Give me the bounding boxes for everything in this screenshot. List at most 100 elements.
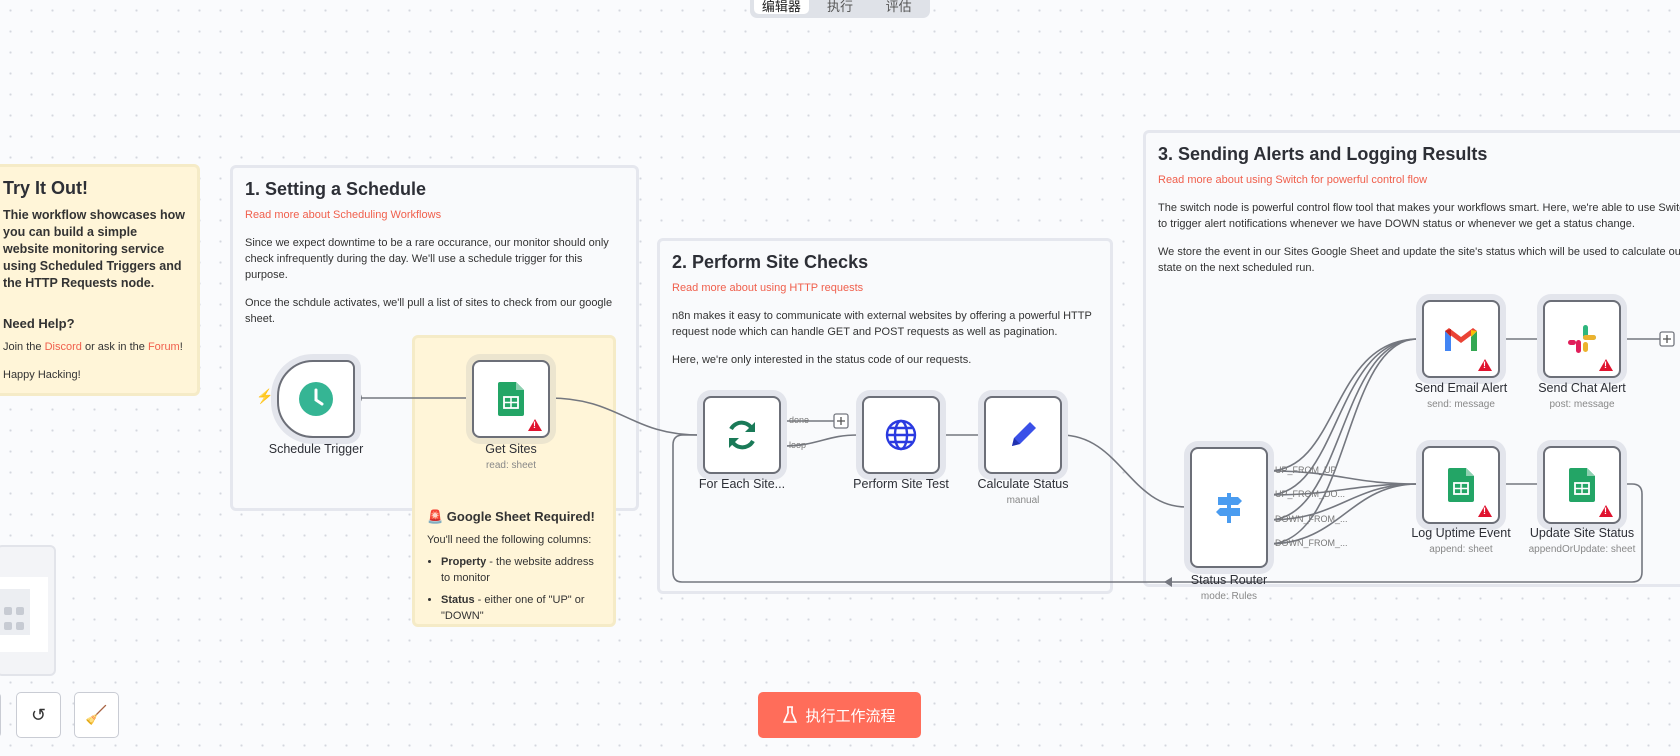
scheduling-link[interactable]: Read more about Scheduling Workflows <box>245 209 442 222</box>
google-sheets-icon <box>498 382 524 416</box>
connection <box>1060 434 1187 508</box>
sticky-body: Thie workflow showcases how you can buil… <box>3 208 185 290</box>
sticky-paragraph: We store the event in our Sites Google S… <box>1158 245 1680 274</box>
node-send-chat-alert[interactable] <box>1543 300 1621 378</box>
item-bold: Status <box>441 593 475 606</box>
undo-button[interactable]: ↺ <box>16 692 61 738</box>
output-label-loop: loop <box>789 440 807 450</box>
connection <box>672 434 1643 583</box>
globe-icon <box>885 419 917 451</box>
pencil-icon <box>1012 422 1036 446</box>
node-subtitle: send: message <box>1427 399 1495 410</box>
output-label-done: done <box>789 415 810 425</box>
sticky-try-it-out[interactable]: Try It Out! Thie workflow showcases how … <box>0 164 200 396</box>
node-label: Log Uptime Event <box>1411 526 1511 540</box>
flask-icon <box>783 706 798 723</box>
node-send-email-alert[interactable] <box>1422 300 1500 378</box>
sticky-paragraph: Once the schdule activates, we'll pull a… <box>245 296 613 325</box>
minimap[interactable] <box>0 545 56 676</box>
forum-link[interactable]: Forum <box>147 341 180 354</box>
node-label: Perform Site Test <box>853 477 949 491</box>
connection <box>1267 483 1419 521</box>
node-status-router[interactable] <box>1190 447 1268 568</box>
item-bold: Property <box>441 555 487 568</box>
trigger-bolt-icon: ⚡ <box>256 388 274 404</box>
output-label: DOWN_FROM_... <box>1275 514 1348 524</box>
undo-icon: ↺ <box>30 704 47 725</box>
item-text: - either one of "UP" or "DOWN" <box>441 593 585 622</box>
node-update-site-status[interactable] <box>1543 446 1621 524</box>
node-log-uptime-event[interactable] <box>1422 446 1500 524</box>
help-mid: or ask in the <box>81 341 148 354</box>
node-label: Status Router <box>1190 573 1268 587</box>
node-subtitle: read: sheet <box>485 460 537 471</box>
connection <box>1267 338 1419 496</box>
connection <box>1267 338 1419 521</box>
execute-label: 执行工作流程 <box>805 707 896 725</box>
list-item: Status - either one of "UP" or "DOWN" <box>441 593 601 625</box>
node-label: Update Site Status <box>1529 526 1635 540</box>
node-label: Send Chat Alert <box>1538 381 1626 395</box>
sticky-paragraph: You'll need the following columns: <box>427 533 592 546</box>
connection <box>548 397 700 436</box>
connection <box>1267 470 1419 485</box>
node-label: For Each Site... <box>698 477 786 491</box>
warning-icon <box>528 419 542 431</box>
gmail-icon <box>1445 328 1477 351</box>
node-label: Schedule Trigger <box>268 442 364 456</box>
zoom-control-button[interactable] <box>0 692 1 738</box>
node-calculate-status[interactable] <box>984 396 1062 474</box>
switch-link[interactable]: Read more about using Switch for powerfu… <box>1158 174 1428 187</box>
sticky-paragraph: Here, we're only interested in the statu… <box>672 353 972 366</box>
node-subtitle: mode: Rules <box>1200 591 1258 602</box>
google-sheets-icon <box>1569 468 1595 502</box>
tab-executions[interactable]: 执行 <box>827 0 854 14</box>
connection <box>1267 483 1419 545</box>
sticky-title: 2. Perform Site Checks <box>672 252 869 272</box>
help-pre: Join the <box>3 341 45 354</box>
sticky-title: 🚨 Google Sheet Required! <box>427 509 595 524</box>
sticky-title: 3. Sending Alerts and Logging Results <box>1158 144 1488 164</box>
connection <box>1267 338 1419 472</box>
connection <box>780 434 859 447</box>
output-label: UP_FROM_DO... <box>1275 489 1346 499</box>
item-text: - the website address to monitor <box>441 555 594 584</box>
tidy-up-button[interactable]: 🧹 <box>74 692 119 738</box>
columns-list: Property - the website address to monito… <box>427 555 601 625</box>
node-subtitle: appendOrUpdate: sheet <box>1528 544 1636 555</box>
node-for-each-site[interactable] <box>703 396 781 474</box>
warning-icon <box>1599 505 1613 517</box>
tab-evaluations[interactable]: 评估 <box>885 0 912 14</box>
node-label: Get Sites <box>485 442 537 456</box>
connection <box>1267 338 1419 545</box>
node-subtitle: manual <box>1006 495 1040 506</box>
node-schedule-trigger[interactable] <box>277 360 355 438</box>
view-tabs: 编辑器 执行 评估 <box>750 0 930 18</box>
warning-icon <box>1478 505 1492 517</box>
sticky-title: Try It Out! <box>3 178 88 198</box>
closing-text: Happy Hacking! <box>3 369 81 382</box>
help-text: Join the Discord or ask in the Forum! <box>3 340 185 356</box>
list-item: Property - the website address to monito… <box>441 555 601 587</box>
execute-workflow-button[interactable]: 执行工作流程 <box>758 692 921 738</box>
connection <box>1267 483 1419 496</box>
node-subtitle: append: sheet <box>1429 544 1493 555</box>
warning-icon <box>1599 359 1613 371</box>
warning-icon <box>1478 359 1492 371</box>
output-label: UP_FROM_UP <box>1275 465 1337 475</box>
node-perform-site-test[interactable] <box>862 396 940 474</box>
discord-link[interactable]: Discord <box>44 341 82 354</box>
sticky-paragraph: The switch node is powerful control flow… <box>1158 202 1680 230</box>
node-label: Calculate Status <box>977 477 1069 491</box>
broom-icon: 🧹 <box>85 704 108 725</box>
output-label: DOWN_FROM_... <box>1275 538 1348 548</box>
help-title: Need Help? <box>3 316 75 332</box>
tab-editor[interactable]: 编辑器 <box>754 0 809 14</box>
http-link[interactable]: Read more about using HTTP requests <box>672 282 864 295</box>
sticky-paragraph: Since we expect downtime to be a rare oc… <box>245 237 609 281</box>
node-subtitle: post: message <box>1549 399 1615 410</box>
google-sheets-icon <box>1448 468 1474 502</box>
node-label: Send Email Alert <box>1414 381 1508 395</box>
node-get-sites[interactable] <box>472 360 550 438</box>
